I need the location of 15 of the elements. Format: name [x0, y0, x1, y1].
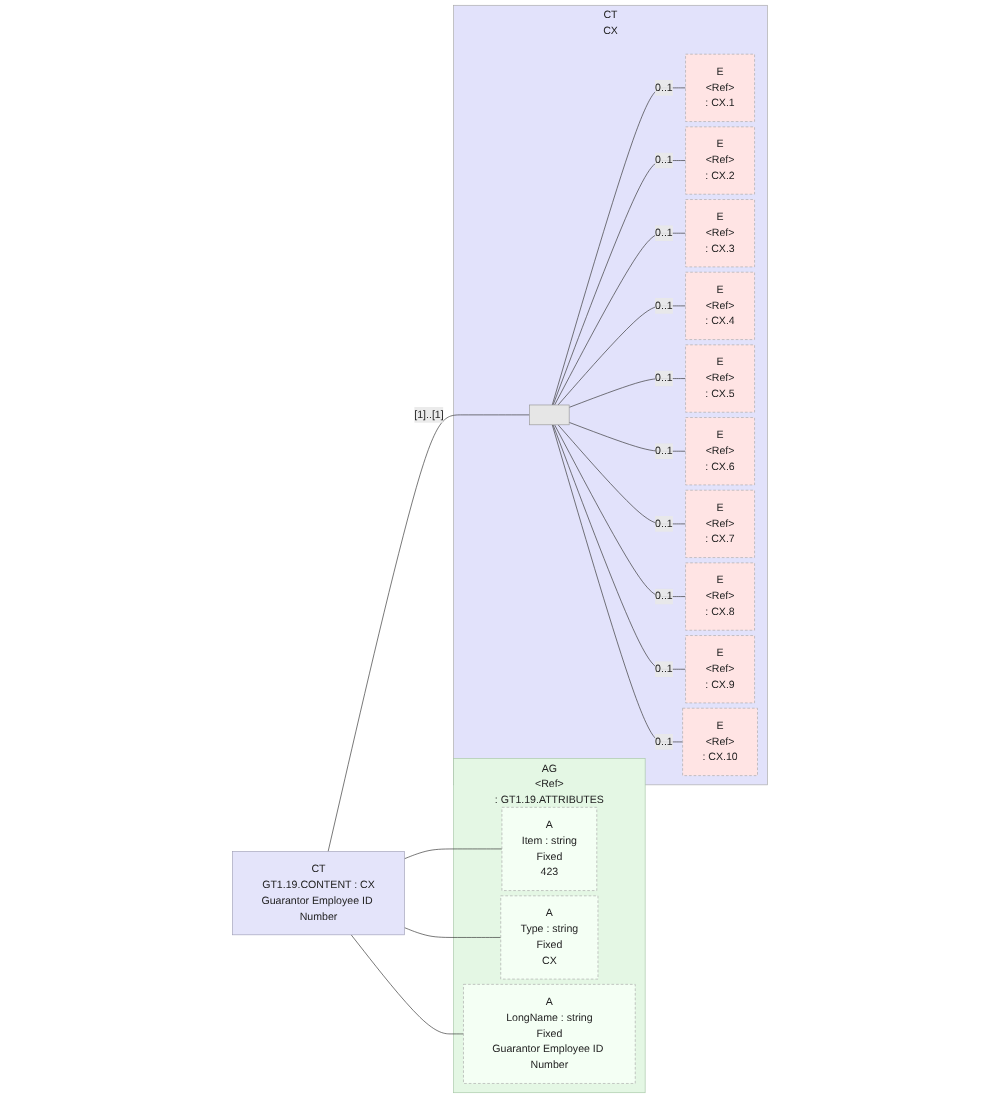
connector	[551, 424, 683, 743]
connector	[404, 848, 503, 860]
connector	[552, 160, 686, 406]
connector	[350, 934, 464, 1035]
connector	[568, 422, 686, 452]
connector	[552, 424, 686, 670]
connector	[557, 424, 686, 525]
connector	[404, 927, 502, 938]
connector	[551, 87, 686, 406]
node-bar	[529, 404, 570, 426]
connector	[554, 232, 686, 406]
connector	[554, 424, 686, 597]
connector	[557, 305, 686, 406]
connector	[568, 378, 686, 408]
connector	[327, 414, 530, 852]
